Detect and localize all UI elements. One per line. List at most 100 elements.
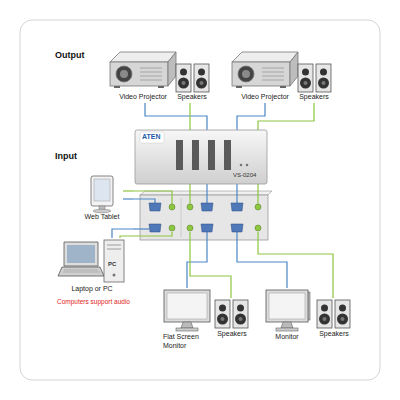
speakers-icon — [317, 300, 350, 328]
monitor-icon-part — [176, 328, 198, 331]
speakers-icon-part — [339, 305, 346, 312]
device-label: Web Tablet — [81, 212, 123, 221]
vga-port-part — [231, 224, 243, 232]
projector-icon-part-part — [140, 72, 162, 73]
speakers-icon-part — [302, 69, 309, 76]
projector-icon-part-part — [140, 80, 162, 81]
projector-icon-part — [232, 62, 290, 86]
speakers-icon-part — [217, 314, 228, 325]
projector-icon-part — [110, 52, 176, 62]
audio-cable — [258, 242, 333, 298]
vga-port-part — [201, 224, 213, 232]
projector-icon-part — [168, 52, 176, 86]
cable-end-part — [236, 232, 237, 242]
rear-panel-part — [140, 195, 268, 240]
vga-port-part — [149, 203, 161, 211]
audio-cable — [190, 242, 231, 298]
device-label: Speakers — [212, 329, 252, 338]
speakers-icon-part — [233, 300, 248, 328]
speakers-icon-part — [237, 305, 244, 312]
projector-icon-part — [120, 70, 128, 78]
projector-icon-part — [290, 52, 298, 86]
monitor-icon-part — [167, 293, 207, 319]
vga-port-part — [231, 203, 243, 211]
speakers-node: Speakers — [295, 62, 333, 103]
speakers-icon-part — [200, 81, 204, 85]
tablet-node: Web Tablet — [81, 174, 123, 223]
video-cable — [145, 103, 207, 128]
switch-front-unit — [135, 130, 267, 184]
device-label: Monitor — [261, 332, 313, 341]
speakers-icon-part — [323, 317, 327, 321]
laptop-icon — [58, 242, 104, 276]
pc-tower-icon-part — [107, 245, 121, 246]
speakers-icon-part — [318, 78, 329, 89]
vga-port — [149, 203, 243, 232]
device-label: Speakers — [314, 329, 354, 338]
projector-icon-part — [116, 66, 132, 82]
switch-front-unit-part — [140, 132, 164, 143]
pc-tower-icon — [104, 240, 124, 282]
projector-icon-part-part — [262, 80, 284, 81]
switch-front-unit-part — [176, 140, 183, 170]
cable-end-part — [257, 232, 258, 242]
speakers-icon-part — [219, 305, 226, 312]
speakers-icon-part — [335, 300, 350, 328]
projector-icon — [110, 52, 176, 88]
model-number: VS-0204 — [233, 172, 256, 179]
speakers-icon-part — [194, 64, 209, 92]
speakers-icon-part — [304, 81, 308, 85]
speakers-icon — [298, 64, 331, 92]
tablet-icon-part — [93, 209, 111, 213]
projector-icon-part — [236, 86, 242, 88]
device-label: Video Projector — [229, 92, 301, 101]
projector-icon — [232, 52, 298, 88]
cable-end-part — [206, 232, 207, 242]
projector-icon-part — [114, 86, 120, 88]
speakers-icon-part — [182, 81, 186, 85]
laptop-icon-part — [67, 245, 95, 263]
speakers-node: Speakers — [173, 62, 211, 103]
note: Computers support audio — [57, 298, 130, 306]
speakers-icon-part — [221, 317, 225, 321]
audio-cable — [120, 236, 133, 238]
switch-front-unit-part — [208, 140, 215, 170]
speakers-icon-part — [320, 69, 327, 76]
device-label: Speakers — [173, 92, 211, 101]
rear-panel-part — [181, 198, 182, 237]
speakers-icon-part — [317, 300, 332, 328]
laptop-icon-part — [63, 270, 100, 272]
speakers-icon-part — [321, 305, 328, 312]
tablet-icon — [91, 176, 113, 213]
speakers-icon-part — [300, 78, 311, 89]
pc-tower-icon-part — [107, 249, 121, 250]
speakers-node: Speakers — [314, 298, 354, 340]
projector-icon-part — [262, 68, 284, 80]
monitor-icon — [164, 290, 210, 331]
cable-end-part — [133, 232, 172, 236]
device-label: Flat Screen Monitor — [161, 332, 211, 350]
projector-node: Video Projector — [107, 42, 179, 103]
cable-end-part — [189, 232, 190, 242]
monitor-icon-part — [181, 322, 193, 328]
speakers-icon-part — [178, 78, 189, 89]
cable-end-part — [133, 228, 149, 229]
speakers-icon-part — [235, 314, 246, 325]
computer-node: Laptop or PC — [55, 238, 129, 295]
projector-icon-part-part — [140, 76, 162, 77]
projector-icon-part — [232, 52, 298, 62]
audio-cable — [123, 190, 133, 191]
cable-end-part — [133, 191, 172, 204]
projector-icon-part-part — [262, 72, 284, 73]
speakers-icon-part — [319, 314, 330, 325]
speakers-icon-part — [341, 317, 345, 321]
vga-port-part — [149, 224, 161, 232]
projector-icon-part-part — [262, 68, 284, 69]
laptop-icon-part — [64, 242, 98, 266]
speakers-icon — [176, 64, 209, 92]
frame — [20, 20, 380, 380]
switch-front-unit-part — [224, 140, 231, 170]
laptop-icon-part-part — [64, 270, 98, 271]
speakers-icon — [215, 300, 248, 328]
